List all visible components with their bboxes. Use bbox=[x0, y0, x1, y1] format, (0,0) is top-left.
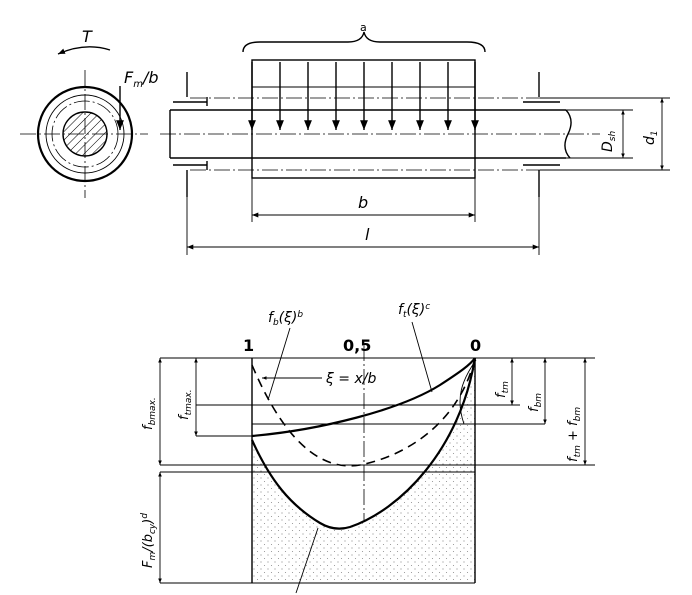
torque-arrow bbox=[57, 46, 111, 55]
fbm-label: fbm bbox=[527, 393, 544, 412]
combined-deflection-area bbox=[252, 358, 475, 583]
distributed-load-arrows bbox=[248, 62, 479, 130]
ftm-label: ftm bbox=[494, 381, 511, 398]
force-label: Fm/b bbox=[124, 68, 159, 90]
combined-curve bbox=[250, 357, 477, 530]
curve-fb-label: fb(ξ)b bbox=[268, 310, 303, 328]
length-b-label: b bbox=[358, 193, 368, 212]
torsion-curve-ft bbox=[251, 357, 476, 438]
xi-value-1: 1 bbox=[243, 336, 254, 355]
outer-diameter-label: d1 bbox=[642, 130, 660, 145]
xi-value-0-5: 0,5 bbox=[343, 336, 371, 355]
ftmax-label: ftmax. bbox=[177, 389, 194, 420]
cross-section-view: T Fm/b bbox=[20, 27, 159, 198]
length-l-label: l bbox=[365, 225, 370, 244]
torque-label: T bbox=[82, 27, 93, 46]
shaft-diameter-label: Dsh bbox=[600, 131, 618, 152]
load-zone-label: a bbox=[360, 21, 367, 34]
sum-label: ftm + fbm bbox=[566, 407, 583, 462]
fm-label: Fm/(bcy)d bbox=[140, 513, 158, 568]
left-support bbox=[173, 72, 208, 197]
right-support bbox=[523, 72, 560, 197]
shaft-side-view: a b l Dsh d1 bbox=[160, 21, 670, 255]
curve-ft-label: ft(ξ)c bbox=[398, 302, 430, 320]
xi-definition: ξ = x/b bbox=[325, 371, 376, 387]
bending-curve-fb bbox=[251, 357, 476, 467]
deflection-diagram: 1 0,5 0 fb(ξ)b ft(ξ)c ξ = x/b fbmax. ftm… bbox=[140, 302, 595, 594]
load-zone-brace bbox=[242, 31, 486, 53]
xi-value-0: 0 bbox=[470, 336, 481, 355]
fbmax-label: fbmax. bbox=[141, 397, 158, 430]
